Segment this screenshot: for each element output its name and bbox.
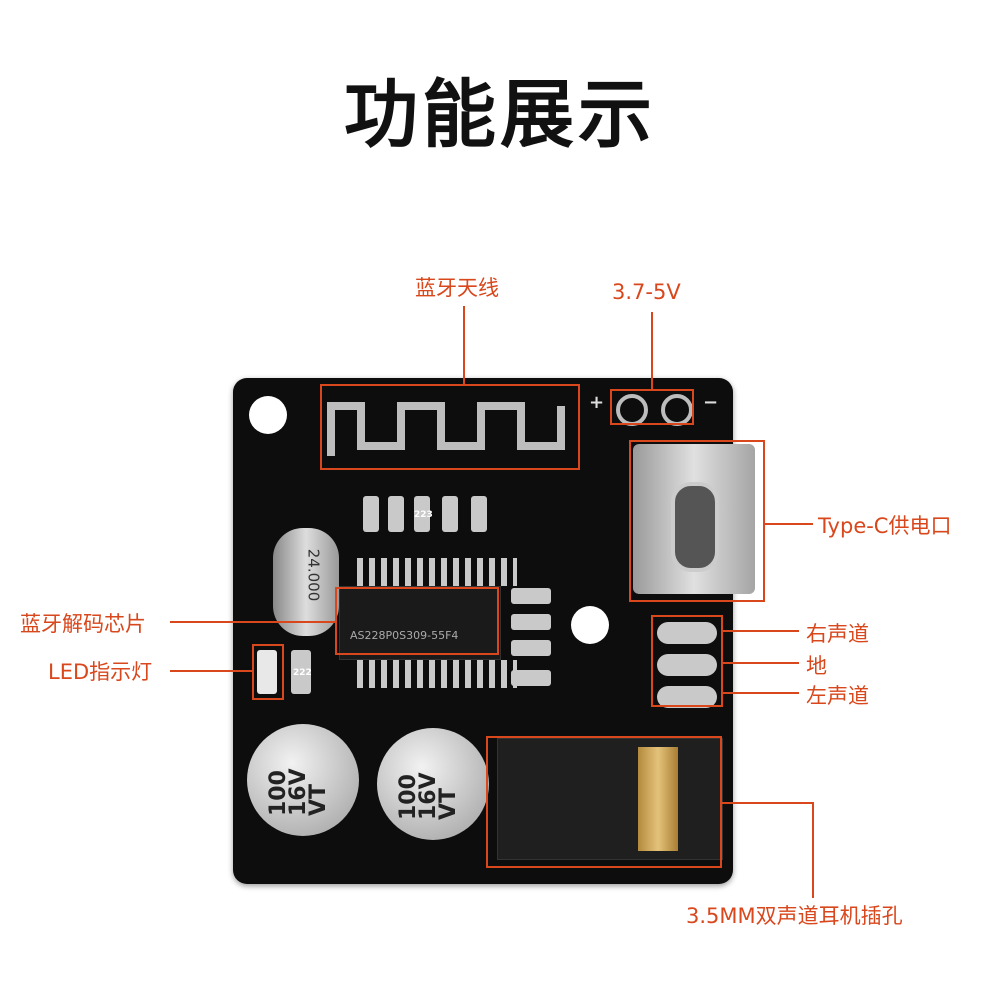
pad-ground [657, 654, 717, 676]
capacitor-2-series-text: VT [436, 787, 461, 820]
capacitor-2-value: 100 16V VT [396, 772, 461, 820]
resistor-4 [442, 496, 458, 532]
pad-left-channel [657, 686, 717, 708]
crystal-oscillator: 24.000 [273, 528, 339, 636]
resistor-led [291, 650, 311, 694]
resistor-3 [414, 496, 430, 532]
decoder-box [335, 587, 499, 655]
resistor-code: 223 [414, 510, 433, 520]
resistor-5 [471, 496, 487, 532]
resistor-1 [363, 496, 379, 532]
smd-component-4 [511, 670, 551, 686]
audio-jack [497, 738, 723, 860]
chip-pins-bottom [357, 660, 517, 688]
decoder-leader [170, 621, 335, 623]
label-left-channel: 左声道 [806, 684, 869, 708]
jack-box [486, 736, 722, 868]
label-right-channel: 右声道 [806, 622, 869, 646]
jack-contact [638, 747, 678, 851]
led-box [252, 644, 284, 700]
capacitor-1-series-text: VT [306, 783, 331, 816]
capacitor-1-value: 100 16V VT [266, 768, 331, 816]
label-antenna: 蓝牙天线 [415, 276, 499, 300]
typec-leader [765, 523, 813, 525]
plus-marker: + [589, 392, 605, 413]
antenna-box [320, 384, 580, 470]
chip-marking: AS228P0S309-55F4 [350, 629, 459, 642]
minus-marker: − [703, 392, 719, 413]
jack-leader-v [812, 802, 814, 898]
capacitor-1: 100 16V VT [247, 724, 359, 836]
page-title: 功能展示 [344, 72, 656, 158]
label-ground: 地 [806, 654, 827, 678]
power-pads-box [610, 389, 694, 425]
label-voltage: 3.7-5V [612, 280, 681, 304]
voltage-leader [651, 312, 653, 390]
typec-connector [633, 444, 755, 594]
smd-component-1 [511, 588, 551, 604]
mount-hole-top-left [249, 396, 287, 434]
smd-component-3 [511, 640, 551, 656]
jack-leader-h [722, 802, 814, 804]
audio-pads-box [651, 615, 723, 707]
ground-leader [723, 662, 799, 664]
resistor-2 [388, 496, 404, 532]
pad-right-channel [657, 622, 717, 644]
power-pad-minus [661, 394, 693, 426]
label-decoder: 蓝牙解码芯片 [20, 612, 146, 636]
mount-hole-center [571, 606, 609, 644]
left-channel-leader [723, 692, 799, 694]
label-led: LED指示灯 [48, 660, 153, 684]
smd-component-2 [511, 614, 551, 630]
label-typec: Type-C供电口 [818, 514, 952, 538]
capacitor-2: 100 16V VT [377, 728, 489, 840]
crystal-label: 24.000 [304, 548, 323, 602]
chip-pins-top [357, 558, 517, 586]
decoder-chip: AS228P0S309-55F4 [339, 586, 501, 660]
led-component [257, 650, 277, 694]
right-channel-leader [723, 630, 799, 632]
antenna-trace [327, 402, 565, 456]
led-leader [170, 670, 252, 672]
label-jack: 3.5MM双声道耳机插孔 [686, 904, 903, 928]
typec-slot [671, 482, 719, 572]
pcb-board: + − 24.000 223 AS228P0S309-55F4 222 100 … [233, 378, 755, 884]
typec-box [629, 440, 765, 602]
antenna-leader [463, 306, 465, 386]
resistor-code-2: 222 [293, 668, 312, 678]
